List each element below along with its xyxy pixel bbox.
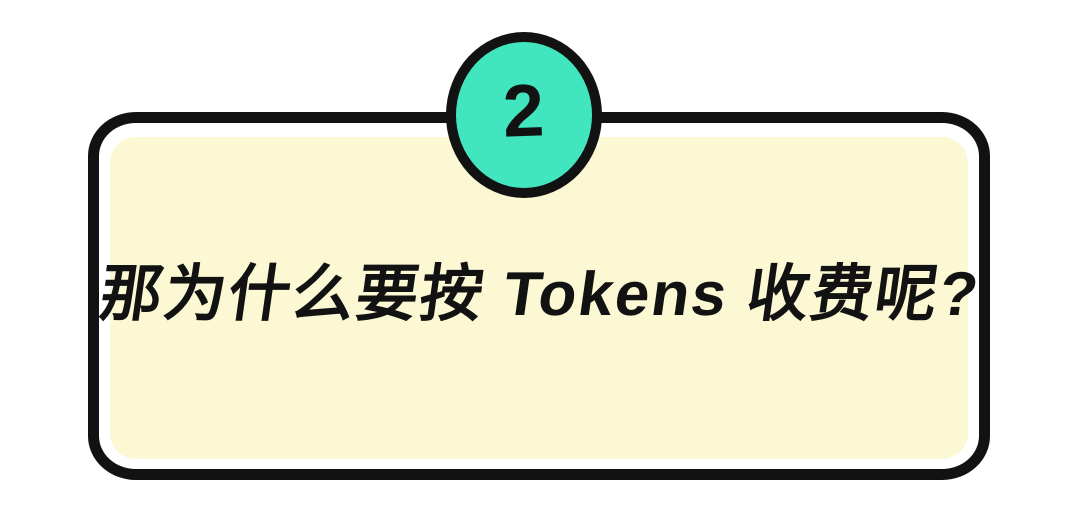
section-number: 2 [501,68,546,153]
section-number-badge: 2 [446,32,602,198]
question-title: 那为什么要按 Tokens 收费呢? [95,260,984,329]
